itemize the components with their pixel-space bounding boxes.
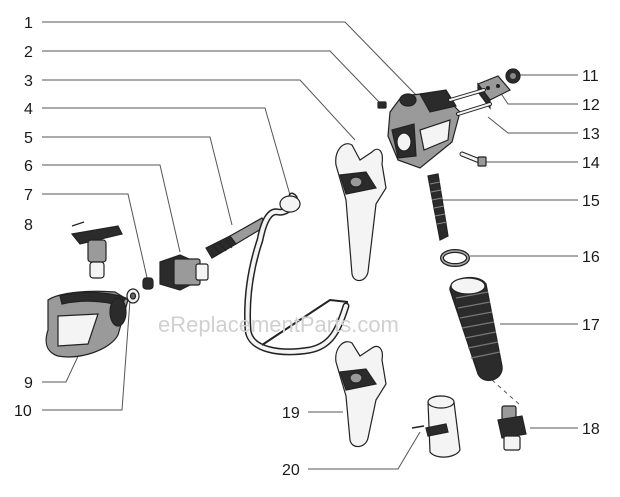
leader-1 <box>42 21 419 98</box>
leader-13 <box>487 116 578 134</box>
part-1-gun-head <box>387 89 461 169</box>
callout-17: 17 <box>582 317 600 334</box>
leader-6 <box>42 164 181 253</box>
callout-4: 4 <box>24 101 33 118</box>
part-20-filter-clip <box>411 395 461 458</box>
callout-3: 3 <box>24 73 33 90</box>
part-15-tube <box>427 173 449 241</box>
part-8-spray-tip <box>70 221 123 279</box>
part-4-trigger-guard <box>244 192 350 356</box>
part-9-tip-guard <box>45 290 129 358</box>
callout-14: 14 <box>582 155 600 172</box>
part-13-pins <box>448 88 492 116</box>
callout-12: 12 <box>582 97 600 114</box>
callout-18: 18 <box>582 421 600 438</box>
part-11-nut <box>505 68 521 84</box>
watermark-text: eReplacementParts.com <box>158 312 399 337</box>
part-17-handle <box>449 276 503 382</box>
callout-6: 6 <box>24 158 33 175</box>
callout-8: 8 <box>24 217 33 234</box>
leader-4 <box>42 107 291 196</box>
callout-9: 9 <box>24 375 33 392</box>
callout-13: 13 <box>582 126 600 143</box>
callout-7: 7 <box>24 187 33 204</box>
part-10-seal <box>126 288 140 304</box>
callout-5: 5 <box>24 130 33 147</box>
callout-19: 19 <box>282 405 300 422</box>
callout-20: 20 <box>282 462 300 479</box>
part-7-seat <box>142 277 154 290</box>
leader-3 <box>42 79 356 141</box>
leader-12 <box>499 91 578 105</box>
part-16-o-ring <box>440 249 470 267</box>
leader-5 <box>42 136 233 226</box>
part-19-trigger <box>335 341 387 448</box>
leader-20 <box>308 431 421 470</box>
callout-1: 1 <box>24 15 33 32</box>
leader-10 <box>42 299 131 411</box>
part-3-trigger <box>335 143 387 282</box>
callout-numbers: 1 2 3 4 5 6 7 8 9 10 11 12 13 14 15 16 1… <box>14 15 600 479</box>
callout-2: 2 <box>24 44 33 61</box>
leader-lines <box>42 21 578 470</box>
callout-16: 16 <box>582 249 600 266</box>
part-6-housing <box>159 254 209 291</box>
part-18-fitting <box>497 405 527 451</box>
callout-11: 11 <box>582 68 599 85</box>
leader-7 <box>42 193 149 283</box>
leader-2 <box>42 50 381 104</box>
alignment-dashed-line <box>491 379 521 406</box>
callout-10: 10 <box>14 403 32 420</box>
callout-15: 15 <box>582 193 600 210</box>
part-14-bolt <box>459 151 487 167</box>
part-2-screw <box>377 101 387 109</box>
leader-9 <box>42 351 81 383</box>
